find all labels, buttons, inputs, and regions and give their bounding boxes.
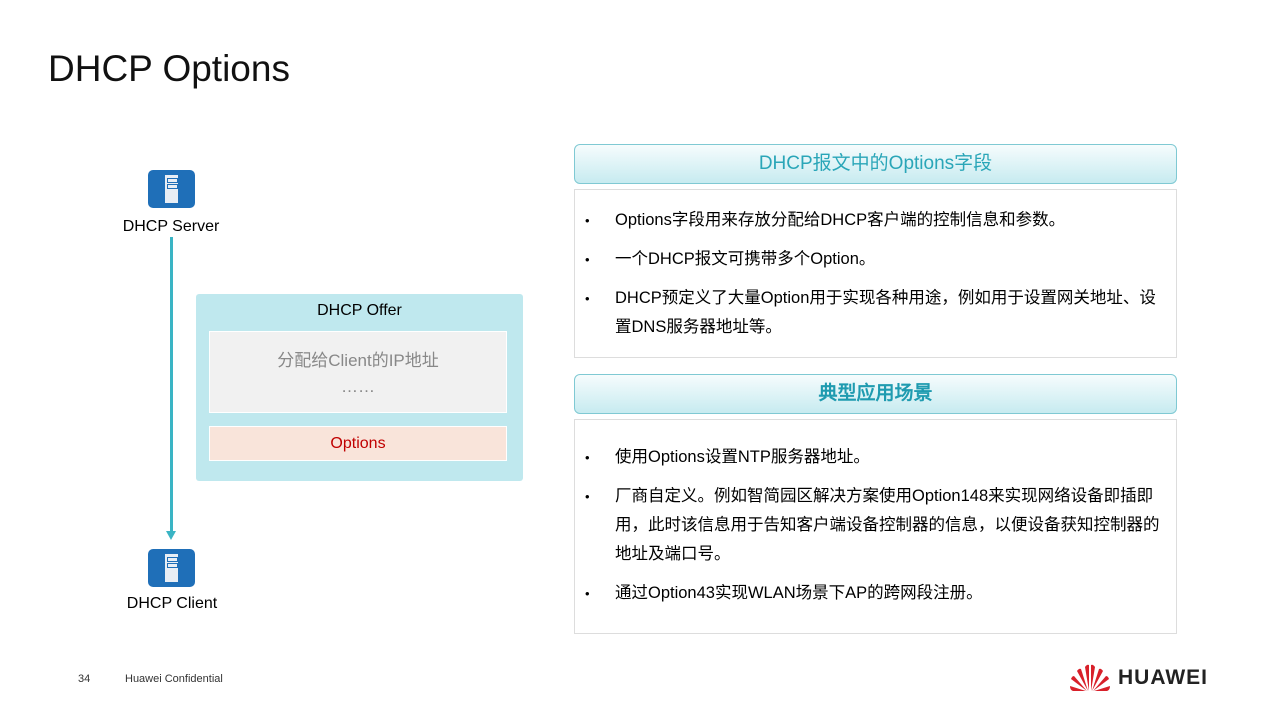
panel-header-use-cases: 典型应用场景 [574, 374, 1177, 414]
confidential-label: Huawei Confidential [125, 673, 223, 685]
client-label: DHCP Client [126, 595, 218, 612]
server-icon [148, 170, 195, 208]
huawei-flower-icon [1070, 664, 1110, 691]
client-icon [148, 549, 195, 587]
flow-line [170, 237, 173, 533]
page-number: 34 [78, 673, 91, 685]
brand-name: HUAWEI [1118, 666, 1208, 689]
offer-title: DHCP Offer [317, 302, 402, 319]
panel-options-field: Options字段用来存放分配给DHCP客户端的控制信息和参数。 一个DHCP报… [574, 189, 1177, 358]
offer-content-text: 分配给Client的IP地址 [277, 351, 439, 370]
page-title: DHCP Options [48, 48, 290, 89]
offer-content: 分配给Client的IP地址 …… [209, 331, 507, 413]
list-item: 厂商自定义。例如智简园区解决方案使用Option148来实现网络设备即插即用，此… [585, 482, 1162, 569]
huawei-logo: HUAWEI [1070, 664, 1208, 692]
list-item: 一个DHCP报文可携带多个Option。 [585, 245, 1162, 274]
server-label: DHCP Server [122, 218, 220, 235]
list-item: DHCP预定义了大量Option用于实现各种用途，例如用于设置网关地址、设置DN… [585, 284, 1162, 342]
options-field: Options [209, 426, 507, 461]
panel-header-options-field: DHCP报文中的Options字段 [574, 144, 1177, 184]
list-item: Options字段用来存放分配给DHCP客户端的控制信息和参数。 [585, 206, 1162, 235]
panel-use-cases: 使用Options设置NTP服务器地址。 厂商自定义。例如智简园区解决方案使用O… [574, 419, 1177, 634]
arrow-down-icon [166, 531, 176, 540]
offer-ellipsis: …… [341, 377, 375, 396]
dhcp-offer-packet: DHCP Offer 分配给Client的IP地址 …… Options [196, 294, 523, 481]
list-item: 使用Options设置NTP服务器地址。 [585, 443, 1162, 472]
list-item: 通过Option43实现WLAN场景下AP的跨网段注册。 [585, 579, 1162, 608]
